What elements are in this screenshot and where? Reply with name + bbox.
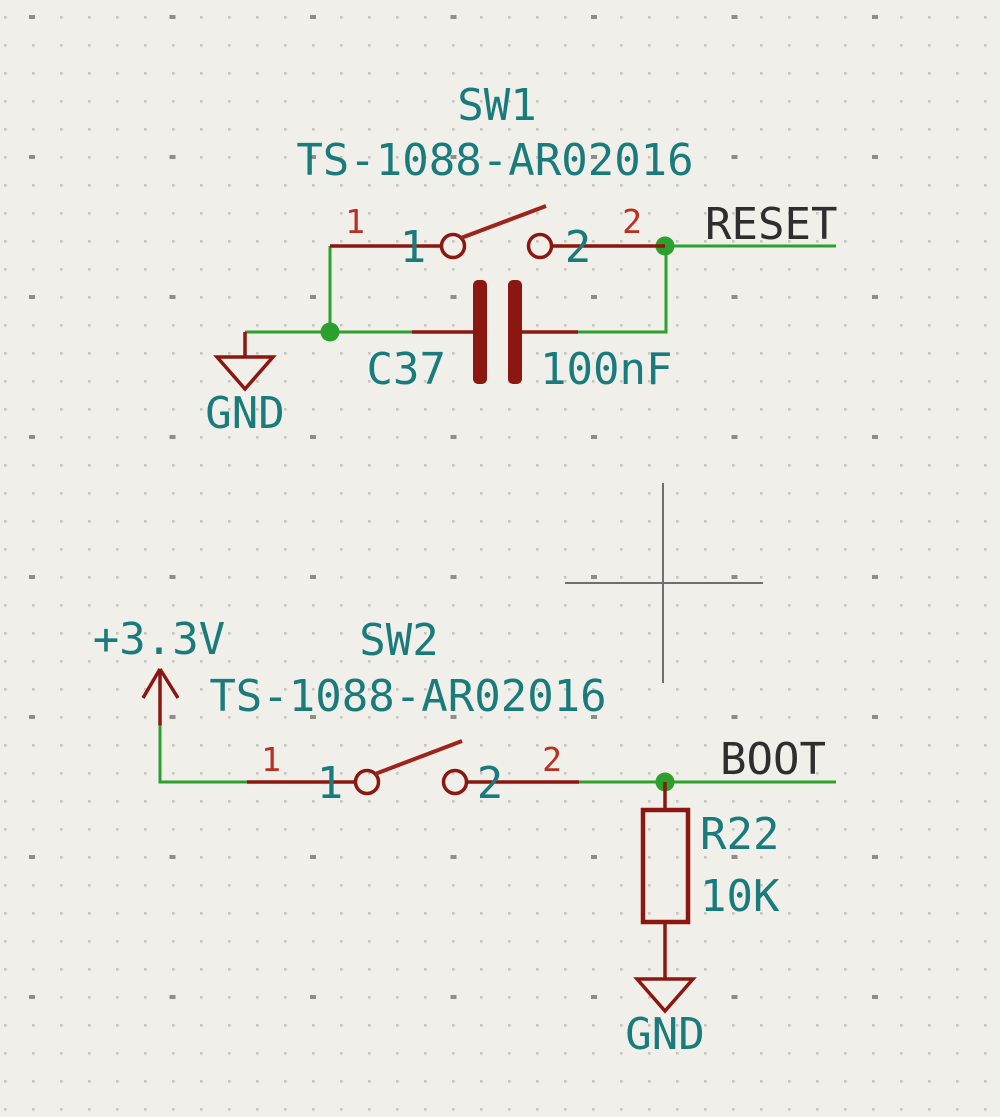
switch-sw1-symbol[interactable]: 1 1 2 2 [330,202,665,273]
power-3v3-arrow-right [158,668,180,699]
sw1-reference[interactable]: SW1 [457,80,536,131]
c37-plate-left [473,280,487,384]
cursor-crosshair-icon [565,483,763,683]
sw2-lever [374,739,463,776]
sw1-pin1-name: 1 [400,222,427,273]
junction-sw1-left [320,322,340,342]
sw1-contact-right [526,232,554,260]
sw1-pin1-number: 1 [345,202,365,241]
sw1-contact-left [439,232,467,260]
sw2-circuit: +3.3V 1 1 2 2 SW2 TS-1088-AR02016 BOOT [93,614,836,1060]
r22-reference[interactable]: R22 [700,809,779,860]
gnd1-label[interactable]: GND [205,388,284,439]
sw1-part-number[interactable]: TS-1088-AR02016 [296,135,693,186]
sw2-pin2-name: 2 [477,758,504,809]
sw1-lever [460,204,547,240]
sw2-contact-left [353,768,381,796]
gnd-symbol-sw2[interactable]: GND [625,977,705,1060]
power-3v3-arrow-left [141,668,162,699]
sw1-pin2-number: 2 [622,202,642,241]
resistor-r22-symbol[interactable]: R22 10K [640,782,780,980]
c37-plate-right [508,280,522,384]
gnd1-triangle [213,355,277,392]
gnd2-triangle [633,977,697,1014]
sw2-part-number[interactable]: TS-1088-AR02016 [209,671,606,722]
sw2-pin2-number: 2 [542,740,562,779]
r22-value[interactable]: 10K [700,871,780,922]
sw2-pin1-name: 1 [317,758,344,809]
switch-sw2-symbol[interactable]: 1 1 2 2 [247,739,579,809]
net-label-boot[interactable]: BOOT [720,734,826,785]
sw1-pin2-name: 2 [565,222,592,273]
sw2-contact-right [441,768,469,796]
capacitor-c37-symbol[interactable]: C37 100nF [367,280,673,395]
c37-value[interactable]: 100nF [540,344,672,395]
gnd2-label[interactable]: GND [625,1009,704,1060]
wire-cap-to-pin2[interactable] [578,250,668,334]
c37-reference[interactable]: C37 [367,344,446,395]
sw2-pin1-number: 1 [261,740,281,779]
sw1-circuit: 1 1 2 2 SW1 TS-1088-AR02016 RESET C37 10… [205,80,837,439]
gnd-symbol-sw1[interactable]: GND [205,332,285,439]
power-3v3-symbol[interactable]: +3.3V [93,614,225,726]
sw2-reference[interactable]: SW2 [359,615,438,666]
wire-3v3-to-sw2[interactable] [158,725,247,784]
net-label-reset[interactable]: RESET [705,199,837,250]
power-3v3-label[interactable]: +3.3V [93,614,225,665]
